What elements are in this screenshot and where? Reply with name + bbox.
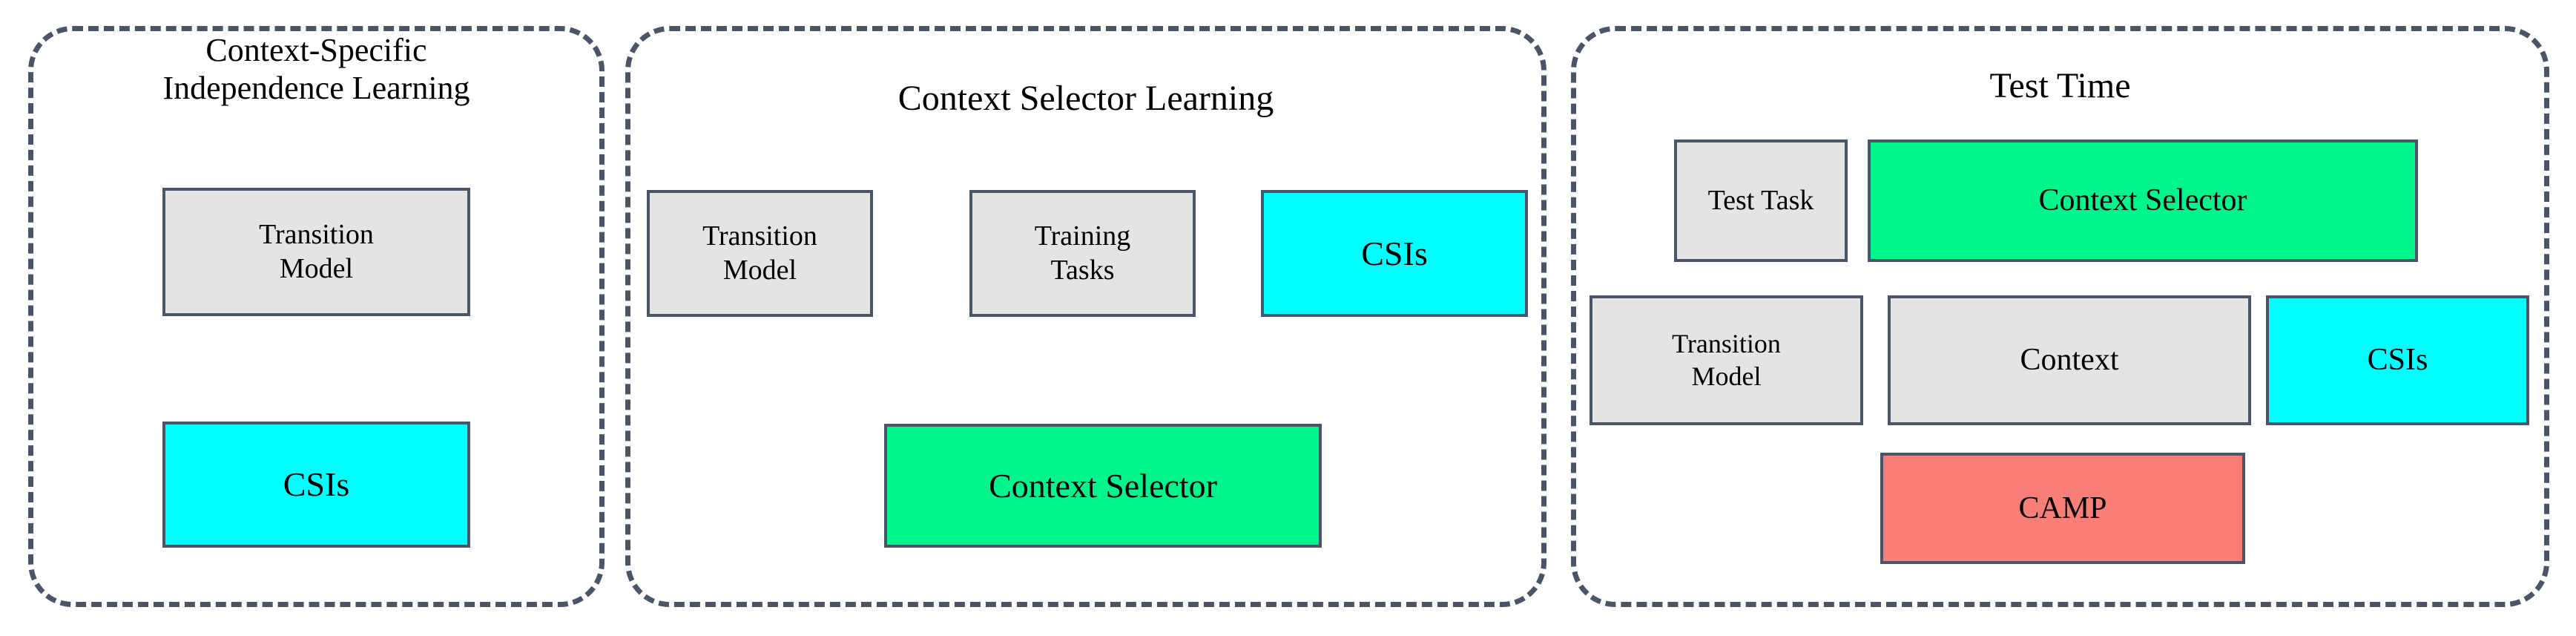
node-p2-training-tasks: Training Tasks xyxy=(969,190,1196,317)
node-label: Transition Model xyxy=(702,220,817,286)
node-p3-test-task: Test Task xyxy=(1674,140,1848,262)
node-p3-camp: CAMP xyxy=(1880,453,2245,564)
panel-2-title: Context Selector Learning xyxy=(897,79,1274,118)
node-label: CSIs xyxy=(283,465,350,504)
node-label: Transition Model xyxy=(1672,329,1781,391)
panel-1-title: Context-Specific Independence Learning xyxy=(162,32,470,107)
node-label: Context xyxy=(2020,343,2119,378)
node-label: Context Selector xyxy=(2038,183,2247,218)
node-label: Transition Model xyxy=(259,218,374,284)
node-p2-transition-model: Transition Model xyxy=(647,190,873,317)
node-p1-csis: CSIs xyxy=(162,422,470,548)
node-p1-transition-model: Transition Model xyxy=(162,188,470,316)
node-p3-csis: CSIs xyxy=(2266,295,2529,425)
node-p3-transition-model: Transition Model xyxy=(1590,295,1863,425)
node-label: Test Task xyxy=(1707,184,1814,216)
node-p3-context-selector: Context Selector xyxy=(1868,140,2418,262)
node-label: Training Tasks xyxy=(1034,220,1131,286)
node-p3-context: Context xyxy=(1888,295,2251,425)
node-p2-csis: CSIs xyxy=(1261,190,1528,317)
node-label: CSIs xyxy=(1361,234,1428,272)
node-label: CAMP xyxy=(2018,491,2107,525)
node-p2-context-selector: Context Selector xyxy=(884,424,1322,548)
node-label: CSIs xyxy=(2367,343,2428,378)
node-label: Context Selector xyxy=(989,466,1217,505)
panel-3-title: Test Time xyxy=(1989,66,2131,105)
